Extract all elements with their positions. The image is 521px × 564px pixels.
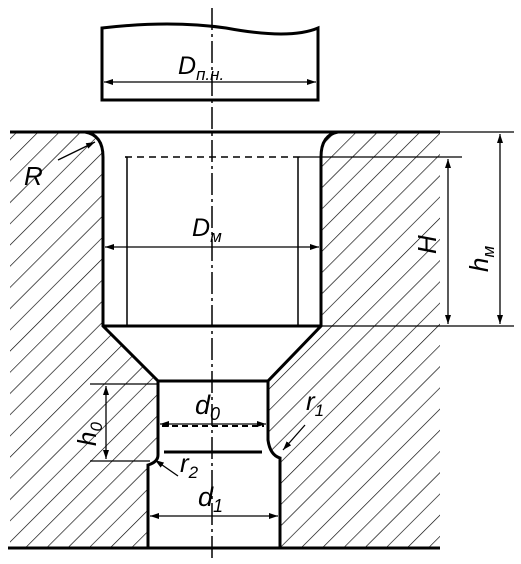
label-height-H: H xyxy=(412,235,442,254)
label-bottom-diameter: d1 xyxy=(198,482,223,516)
label-die-radius: R xyxy=(24,161,43,191)
die-body-right xyxy=(268,132,440,548)
leader-radius-r2 xyxy=(155,460,178,476)
label-punch-diameter: Dп.н. xyxy=(178,52,224,84)
label-die-diameter: Dм xyxy=(192,214,222,246)
punch-body xyxy=(102,24,318,100)
label-height-hm: hм xyxy=(464,246,498,272)
label-neck-diameter: d0 xyxy=(195,390,220,424)
die-body-left xyxy=(10,132,158,548)
